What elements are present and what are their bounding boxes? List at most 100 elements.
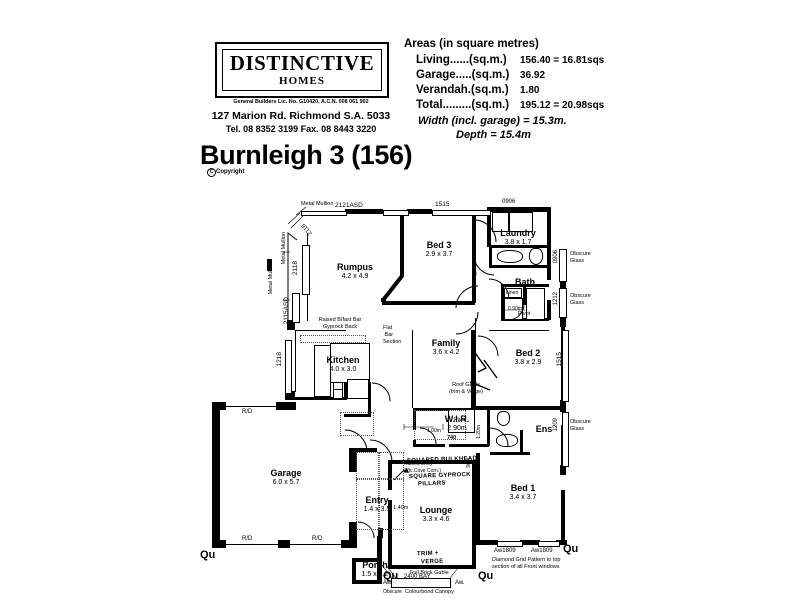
window-opening [562,330,569,402]
annotation-obscure-bottom: Obscure [383,589,402,595]
window-opening [302,245,310,295]
handwritten-trim: TRIM + [416,550,439,558]
wall-segment [276,402,296,410]
overall-depth: Depth = 15.4m [456,129,531,141]
wall-segment [560,315,566,327]
wall-segment [220,544,278,545]
logo-subtitle: HOMES [279,75,325,87]
areas-value-living: 156.40 = 16.81sqs [520,55,605,66]
annotation-wir-120: 1.20m [476,425,482,439]
wall-segment [556,540,567,545]
annotation-pivot: Pivot [454,417,467,423]
wall-segment [501,318,549,321]
wall-segment [212,402,226,410]
wall-segment [352,558,356,584]
wall-segment [349,450,357,472]
wall-segment [489,245,492,267]
areas-title: Areas (in square metres) [404,38,539,50]
annotation-window-1212: 1212 [553,292,559,306]
wall-segment [490,452,530,455]
annotation-metal-mullion: Metal Mullion [301,201,334,207]
window-opening [538,541,560,547]
areas-label-living: Living......(sq.m.) [416,54,507,66]
window-opening [285,340,292,394]
annotation-2400-bay: 2400 BAY [404,574,431,580]
wall-segment [388,500,392,568]
room-label-ens: Ens [535,424,553,434]
wall-segment [368,382,371,417]
wall-segment [489,330,549,331]
window-opening [559,288,567,318]
annotation-qu-2: Qu [383,570,399,582]
wall-segment [349,448,377,452]
wall-segment [212,402,220,548]
areas-label-total: Total.........(sq.m.) [416,99,510,111]
areas-row-verandah: Verandah.(sq.m.) 1.80 [404,84,604,96]
wall-segment [523,287,526,304]
areas-label-garage: Garage.....(sq.m.) [416,69,510,81]
wall-segment [476,453,480,543]
wall-segment [560,400,566,412]
overall-width: Width (incl. garage) = 15.3m. [418,115,567,127]
wall-segment [560,280,566,288]
bfast-bar-outline [300,335,366,343]
room-label-wir: W.I.R.2.90m [444,414,470,433]
handwritten-pillars: PILLARS [417,480,446,488]
annotation-window-1218: 1218 [276,352,283,367]
annotation-aw1809-b: Aw1809 [531,548,553,554]
wall-segment [220,406,278,407]
wall-segment [345,209,383,214]
annotation-roof-gable: Roof Gable(trim & Verge) [449,382,483,396]
wall-segment [341,540,353,548]
annotation-bath-090: 0.90m [508,306,522,312]
bay-window [391,578,451,588]
copyright-label: Copyright [216,169,245,175]
toilet [497,411,510,426]
handwritten-verge: VERGE [420,558,444,566]
entry-tile-outline [356,452,404,530]
annotation-qu-1: Qu [200,549,216,561]
room-label-bath: Bath [515,277,535,287]
fridge-space [347,379,369,399]
annotation-pivot: Pivot [518,311,531,317]
laundry-trough [492,212,509,232]
annotation-window-2118: 2118 [292,261,299,275]
wall-segment [388,565,476,569]
linen-cupboard [504,288,522,298]
kitchen-island [330,343,370,383]
window-opening [292,293,300,323]
kitchen-pantry-outline [340,412,374,436]
oven [333,389,343,399]
annotation-rd-1: R/D [242,409,253,415]
wall-segment [388,460,392,490]
annotation-aw1809-a: Aw1809 [494,548,516,554]
wall-segment [413,408,473,411]
wall-segment [413,444,445,447]
wall-segment [489,207,549,212]
builder-licence-text: General Builders Lic. No. G10420, A.C.N.… [233,99,369,105]
window-opening [432,210,491,216]
wall-segment [471,330,475,410]
annotation-window-0906: 0906 [553,250,559,264]
company-logo: DISTINCTIVE HOMES [215,42,389,98]
wall-segment [413,440,416,446]
annotation-wir-100: 1.00m [427,428,441,434]
bathtub [526,288,545,320]
wall-segment [412,330,413,408]
annotation-colourbond-canopy: Colourbond Canopy [405,589,454,595]
company-contact: Tel. 08 8352 3199 Fax. 08 8443 3220 [225,124,377,134]
wall-segment [491,245,549,248]
toilet [529,248,543,265]
wall-segment [349,522,357,548]
wall-segment [285,391,295,400]
